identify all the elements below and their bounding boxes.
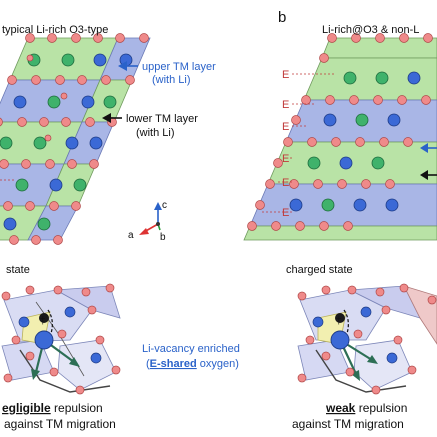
negligible-term: egligible xyxy=(2,401,51,415)
migration-scheme-left: † xyxy=(1,283,121,395)
weak-term: weak xyxy=(325,401,356,415)
crystal-structure-right xyxy=(243,33,437,241)
axis-a-label: a xyxy=(128,230,134,241)
crystal-structure-left xyxy=(0,33,151,245)
upper-layer-arrow xyxy=(118,61,138,71)
e-label: E xyxy=(282,99,289,111)
e-shared-term: E-shared xyxy=(150,358,197,370)
vacancy-sub: (E-shared oxygen) xyxy=(146,358,239,370)
svg-text:†: † xyxy=(336,316,342,327)
left-caption-line1: egligible repulsion xyxy=(2,401,103,415)
left-caption-line2: against TM migration xyxy=(4,417,116,431)
right-state-label: charged state xyxy=(286,264,353,276)
panel-b-letter: b xyxy=(278,9,286,26)
lower-layer-label: lower TM layer xyxy=(126,113,198,125)
axis-b-label: b xyxy=(160,232,166,243)
migration-scheme-right: † xyxy=(297,283,437,395)
svg-text:†: † xyxy=(40,316,46,327)
right-caption-line2: against TM migration xyxy=(292,417,404,431)
axis-c-label: c xyxy=(162,200,167,211)
top-left-title: typical Li-rich O3-type xyxy=(2,24,108,36)
e-label: E xyxy=(282,121,289,133)
lower-layer-sub: (with Li) xyxy=(136,127,175,139)
e-label: E xyxy=(282,207,289,219)
e-label: E xyxy=(282,69,289,81)
e-label: E xyxy=(282,177,289,189)
upper-layer-label: upper TM layer xyxy=(142,61,216,73)
e-label: E xyxy=(282,153,289,165)
vacancy-label: Li-vacancy enriched xyxy=(142,343,240,355)
upper-layer-sub: (with Li) xyxy=(152,74,191,86)
top-right-title: Li-rich@O3 & non-L xyxy=(322,24,419,36)
axis-triad xyxy=(139,202,162,235)
lower-layer-arrow xyxy=(102,113,122,123)
right-caption-line1: weak repulsion xyxy=(325,401,407,415)
left-state-label: state xyxy=(6,264,30,276)
